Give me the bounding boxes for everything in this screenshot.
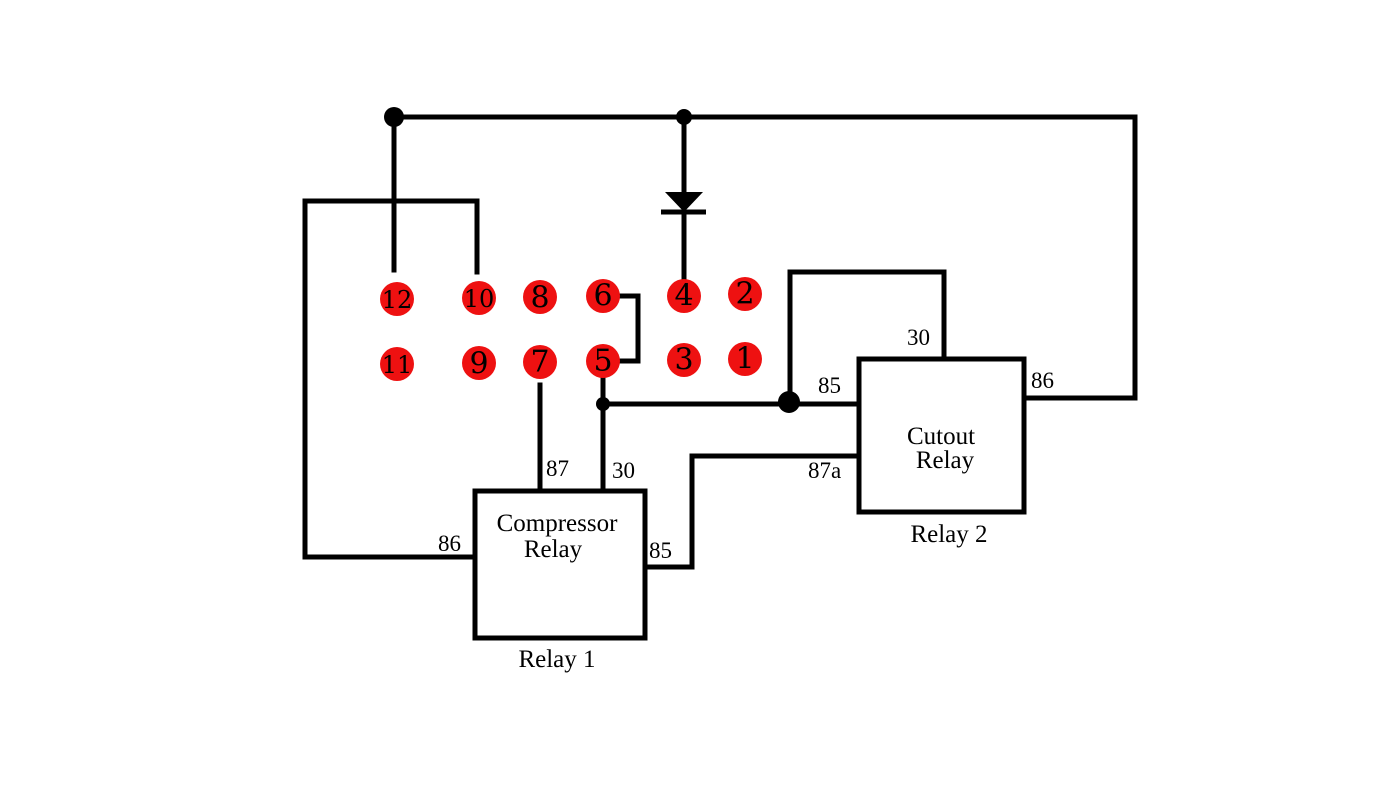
relay-1-name-line1: Compressor (497, 510, 619, 537)
pin-label: 3 (674, 343, 693, 378)
pin-label: 7 (530, 345, 549, 380)
relay-1-caption: Relay 1 (518, 646, 595, 673)
relay-2-terminal-85: 85 (818, 373, 841, 398)
wire-jumper-6-5 (617, 293, 641, 364)
relay-1-box (472, 488, 648, 641)
relay-1-terminal-30: 30 (612, 458, 635, 483)
pin-label: 9 (469, 347, 488, 382)
relay-2-caption: Relay 2 (910, 521, 987, 548)
pin-label: 2 (735, 277, 754, 312)
relay-1-name-line2: Relay (524, 536, 583, 563)
wire-pin-10-to-relay1-86 (302, 198, 482, 560)
pin-2: 2 (728, 277, 762, 312)
relay-2-name-line2: Relay (916, 447, 975, 474)
pin-label: 1 (735, 342, 754, 377)
relay-2-name-line1: Cutout (907, 423, 975, 450)
diode-symbol (661, 192, 706, 215)
junction-dot-relay2-loop (778, 391, 800, 413)
pin-8: 8 (523, 280, 557, 316)
junction-dot-top-left (384, 107, 404, 127)
pin-label: 8 (530, 281, 549, 316)
pin-label: 5 (593, 344, 612, 379)
relay-2: Cutout Relay Relay 2 30 85 86 87a (808, 325, 1054, 548)
pin-9: 9 (462, 346, 496, 382)
relay-1-terminal-85: 85 (649, 538, 672, 563)
pin-label: 12 (382, 286, 413, 314)
pin-10: 10 (462, 281, 496, 315)
pin-1: 1 (728, 342, 762, 377)
wire-top-bus-to-relay2-86 (391, 114, 1138, 401)
relay-1-terminal-86: 86 (438, 531, 461, 556)
pin-3: 3 (667, 343, 701, 378)
pin-4: 4 (667, 279, 701, 314)
relay-2-terminal-86: 86 (1031, 368, 1054, 393)
wire-relay2-30-loop (787, 269, 947, 407)
relay-1: Compressor Relay Relay 1 87 30 86 85 (438, 456, 672, 673)
connector: 12 10 8 6 4 2 11 9 (380, 277, 762, 382)
junction-dot-pin5 (596, 397, 610, 411)
pin-label: 10 (464, 285, 495, 313)
junction-dot-top-diode (676, 109, 692, 125)
pin-label: 11 (382, 351, 413, 379)
pin-7: 7 (523, 345, 557, 380)
wire-relay1-85-to-relay2-87a (642, 453, 863, 570)
wires (302, 114, 1138, 570)
relay-1-terminal-87: 87 (546, 456, 569, 481)
pin-11: 11 (380, 347, 414, 381)
pin-label: 6 (593, 279, 612, 314)
pin-5: 5 (586, 344, 620, 379)
relay-2-box (856, 356, 1027, 515)
pin-12: 12 (380, 282, 414, 316)
pin-label: 4 (674, 279, 693, 314)
relay-2-terminal-87a: 87a (808, 458, 841, 483)
relay-2-terminal-30: 30 (907, 325, 930, 350)
pin-6: 6 (586, 279, 620, 314)
